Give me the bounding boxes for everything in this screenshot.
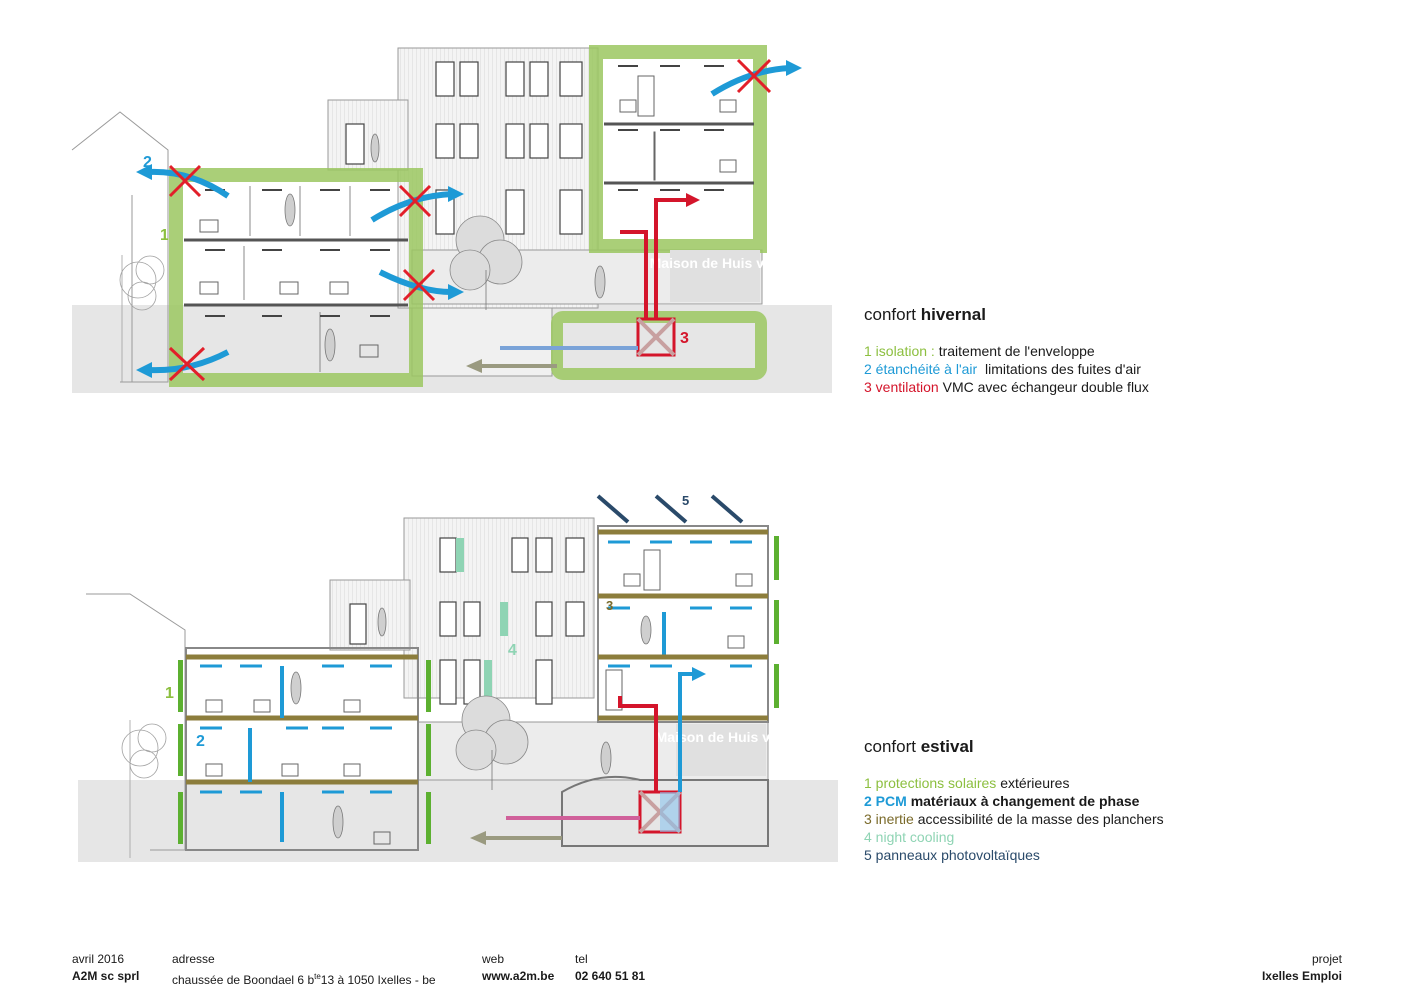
legend-item-label: 3 inertie: [864, 811, 914, 827]
legend-item-label: 2 PCM: [864, 793, 907, 809]
title-bold: estival: [920, 737, 974, 756]
tree-left-icon: [121, 720, 167, 858]
building-sign-top: Maison de Huis van: [650, 255, 781, 271]
footer-address-label: adresse: [172, 952, 215, 966]
legend-item-airtightness: 2 étanchéité à l'air limitations des fui…: [864, 360, 1149, 378]
title-plain: confort: [864, 737, 916, 756]
left-block: [185, 647, 419, 851]
footer-tel-label: tel: [575, 952, 588, 966]
diagram-label-three: 3: [606, 598, 613, 613]
tree-middle-icon: [449, 215, 523, 310]
footer-address-sup: te: [314, 972, 321, 981]
neighbour-house: [86, 593, 186, 851]
footer-web-label: web: [482, 952, 505, 966]
diagram-label-two: 2: [196, 733, 205, 750]
footer-date: avril 2016: [72, 952, 125, 966]
leak-blocked-crosses: [168, 58, 772, 382]
footer-project-label: projet: [1311, 952, 1342, 966]
diagram-label-one: 1: [160, 227, 169, 244]
legend-item-label: 1 isolation :: [864, 343, 935, 359]
diagram-label-two: 2: [143, 154, 152, 171]
legend-item-label: 5 panneaux photovoltaïques: [864, 847, 1040, 863]
legend-item-label: 1 protections solaires: [864, 775, 997, 791]
winter-section: Maison de Huis van: [71, 45, 832, 393]
tree-middle-icon: [455, 695, 529, 790]
legend-item-desc: matériaux à changement de phase: [910, 793, 1140, 809]
diagram-label-one: 1: [165, 685, 174, 702]
legend-item-desc: traitement de l'enveloppe: [938, 343, 1095, 359]
winter-legend-title: confort hivernal: [864, 306, 1149, 324]
summer-legend: confort estival 1 protections solaires e…: [864, 738, 1164, 864]
summer-section: Maison de Huis van 1 2 3 4 5: [78, 493, 838, 862]
legend-item-pv: 5 panneaux photovoltaïques: [864, 846, 1164, 864]
insulation-envelope-basement: [551, 311, 767, 380]
pcm-panels: [200, 540, 752, 794]
legend-item-label: 2 étanchéité à l'air: [864, 361, 978, 377]
diagram-label-three: 3: [680, 330, 689, 347]
legend-item-desc: VMC avec échangeur double flux: [942, 379, 1149, 395]
footer-tel: tel 02 640 51 81: [575, 951, 645, 985]
diagram-label-five: 5: [682, 493, 689, 508]
central-tower: [403, 517, 595, 699]
tree-left-icon: [119, 255, 165, 382]
footer-web: web www.a2m.be: [482, 951, 554, 985]
footer-date-company: avril 2016 A2M sc sprl: [72, 951, 139, 985]
legend-item-inertia: 3 inertie accessibilité de la masse des …: [864, 810, 1164, 828]
footer-address-text: chaussée de Boondael 6 b: [172, 973, 315, 987]
legend-item-desc: accessibilité de la masse des planchers: [917, 811, 1164, 827]
footer-address-rest: 13 à 1050 Ixelles - be: [320, 973, 436, 987]
legend-item-insulation: 1 isolation : traitement de l'enveloppe: [864, 342, 1149, 360]
legend-item-label: 3 ventilation: [864, 379, 939, 395]
neighbour-house: [71, 111, 169, 383]
legend-item-desc: limitations des fuites d'air: [984, 361, 1141, 377]
ventilation-supply-duct: [654, 198, 688, 319]
external-sun-protection: [178, 536, 779, 844]
insulation-envelope-right: [589, 45, 767, 253]
pv-panels-icon: [596, 494, 744, 524]
footer-company: A2M sc sprl: [72, 969, 140, 983]
legend-item-sun-protection: 1 protections solaires extérieures: [864, 774, 1164, 792]
summer-legend-title: confort estival: [864, 738, 1164, 756]
insulation-envelope-left: [169, 168, 423, 387]
night-cooling-vents: [456, 538, 508, 704]
footer-web-link[interactable]: www.a2m.be: [482, 969, 555, 983]
legend-item-night-cooling: 4 night cooling: [864, 828, 1164, 846]
building-sign-bottom: Maison de Huis van: [656, 729, 787, 745]
right-block: [597, 525, 769, 723]
ground: [78, 780, 838, 862]
winter-legend: confort hivernal 1 isolation : traitemen…: [864, 306, 1149, 396]
legend-item-pcm: 2 PCM matériaux à changement de phase: [864, 792, 1164, 810]
legend-item-label: 4 night cooling: [864, 829, 955, 845]
footer-project: projet Ixelles Emploi: [1262, 951, 1342, 985]
footer-tel-number: 02 640 51 81: [575, 969, 646, 983]
title-plain: confort: [864, 305, 916, 324]
diagram-label-four: 4: [508, 642, 517, 659]
title-bold: hivernal: [920, 305, 986, 324]
footer-project-name: Ixelles Emploi: [1261, 969, 1342, 983]
legend-item-ventilation: 3 ventilation VMC avec échangeur double …: [864, 378, 1149, 396]
legend-item-desc: extérieures: [1000, 775, 1070, 791]
footer-address: adresse chaussée de Boondael 6 bte13 à 1…: [172, 951, 436, 989]
thermal-mass-slabs: [186, 654, 418, 785]
